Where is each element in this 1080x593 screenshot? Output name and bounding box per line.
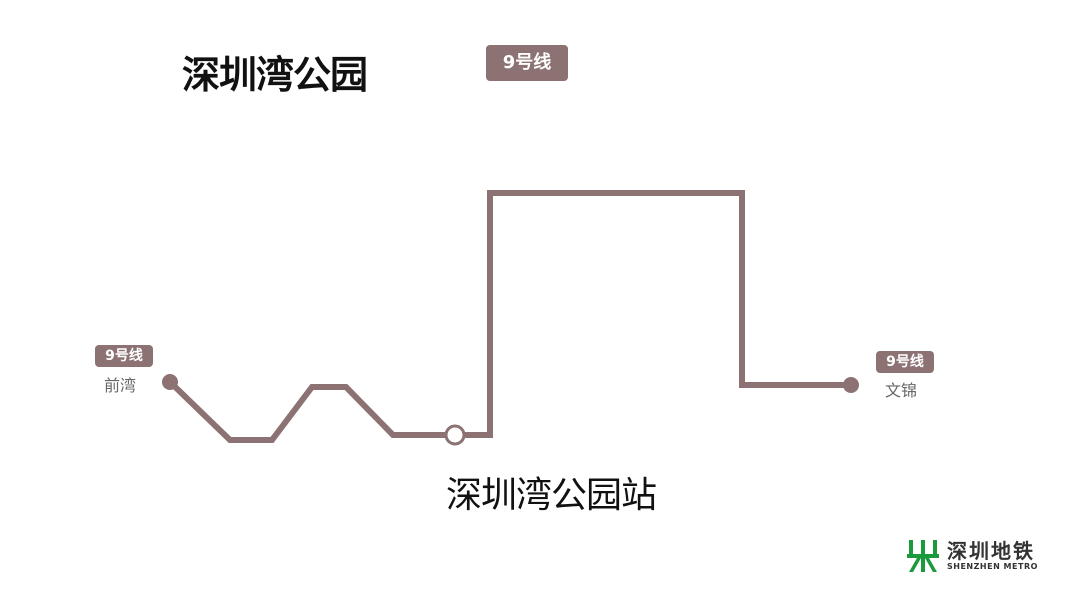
terminal-dot-right [843, 377, 859, 393]
terminal-label-left: 前湾 [104, 376, 137, 395]
page-title: 深圳湾公园 [182, 53, 368, 97]
current-station-name: 深圳湾公园站 [446, 475, 657, 516]
shenzhen-metro-logo-icon [907, 540, 939, 572]
line-badge: 9号线 [486, 45, 568, 81]
logo-name-cn: 深圳地铁 [947, 539, 1035, 563]
metro-line-path [167, 190, 851, 443]
shenzhen-metro-logo: 深圳地铁 SHENZHEN METRO [905, 538, 1038, 574]
terminal-badge-right: 9号线 [876, 351, 934, 373]
terminal-label-right: 文锦 [885, 381, 918, 400]
current-station-marker [444, 424, 466, 446]
terminal-dot-left [162, 374, 178, 390]
terminal-badge-left: 9号线 [95, 345, 153, 367]
logo-name-en: SHENZHEN METRO [947, 562, 1038, 571]
